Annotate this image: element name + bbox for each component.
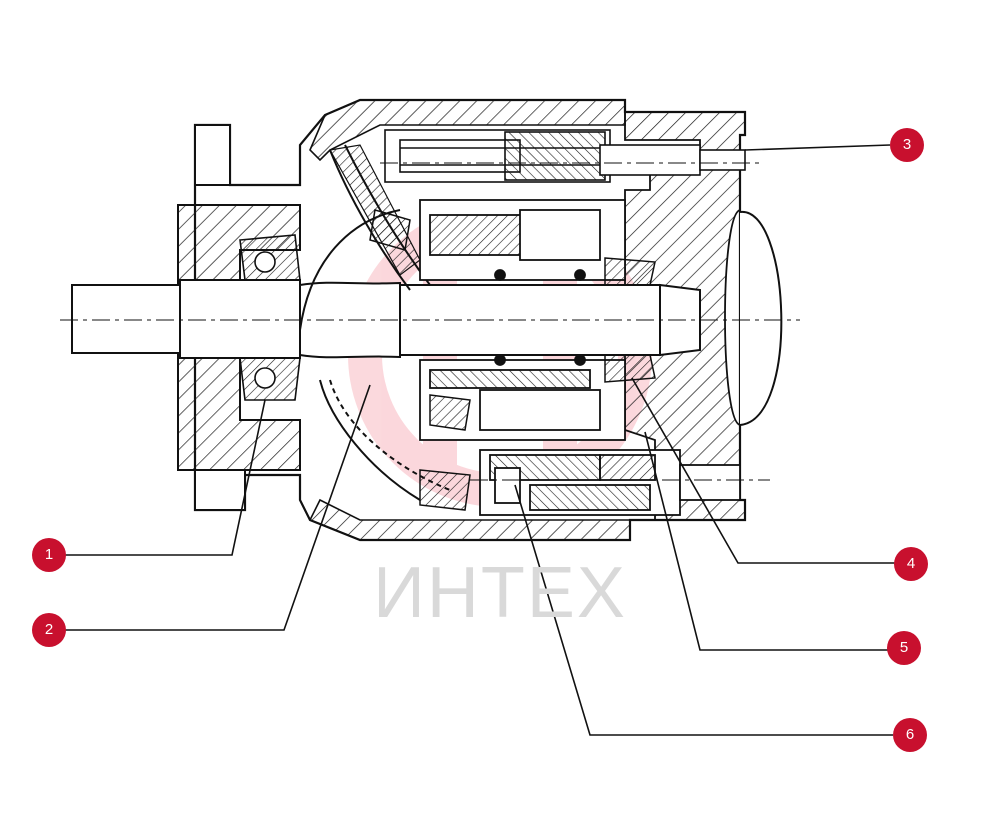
control-piston: [384, 129, 746, 183]
callout-marker-4: 4: [894, 547, 928, 581]
stroking-piston: [479, 449, 741, 516]
watermark-text: ИНТЕХ: [373, 553, 627, 633]
callout-marker-3: 3: [890, 128, 924, 162]
leader-lines: [64, 144, 895, 736]
callout-marker-5: 5: [887, 631, 921, 665]
rear-bulge: [739, 210, 783, 426]
center-lines: [60, 162, 800, 481]
drive-shaft: [71, 279, 701, 359]
rear-bearing: [604, 257, 656, 383]
piston-shoes: [369, 209, 471, 511]
front-bearing: [239, 234, 301, 401]
bottom-wall: [308, 498, 631, 541]
callout-marker-2: 2: [32, 613, 66, 647]
callout-marker-1: 1: [32, 538, 66, 572]
callout-marker-6: 6: [893, 718, 927, 752]
